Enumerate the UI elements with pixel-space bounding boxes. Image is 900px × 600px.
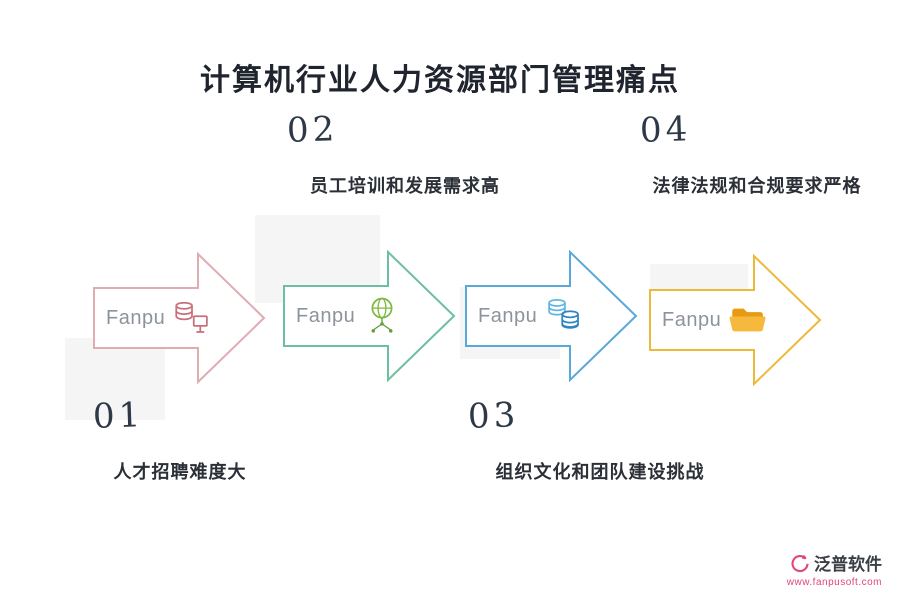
background-block	[65, 338, 165, 420]
step-arrow-01: Fanpu	[92, 248, 267, 388]
globe-network-icon	[371, 297, 393, 333]
step-arrow-03: Fanpu	[464, 246, 639, 386]
pain-point-label-02: 员工培训和发展需求高	[310, 176, 500, 197]
step-arrow-02: Fanpu	[282, 246, 457, 386]
database-stack-icon	[548, 298, 580, 329]
arrow-shape	[465, 249, 638, 383]
brand-label: Fanpu	[478, 304, 538, 327]
database-monitor-icon	[175, 301, 208, 333]
folder-icon	[729, 308, 766, 332]
footer-brand-name: 泛普软件	[814, 555, 882, 575]
brand-label: Fanpu	[106, 306, 166, 329]
step-number-01: 01	[92, 395, 145, 437]
arrow-content: Fanpu	[478, 295, 585, 337]
pain-point-label-01: 人才招聘难度大	[113, 462, 247, 483]
arrow-outline	[465, 249, 638, 383]
arrow-content: Fanpu	[296, 295, 403, 337]
pain-point-label-04: 法律法规和合规要求严格	[652, 176, 862, 197]
page-title: 计算机行业人力资源部门管理痛点	[200, 63, 680, 98]
footer-url: www.fanpusoft.com	[786, 577, 882, 588]
arrow-outline	[283, 249, 456, 383]
step-number-02: 02	[286, 109, 339, 151]
pain-point-label-03: 组织文化和团队建设挑战	[495, 462, 705, 483]
step-number-03: 03	[467, 395, 520, 437]
arrow-shape	[283, 249, 456, 383]
fanpu-logo-icon	[791, 554, 809, 572]
brand-label: Fanpu	[662, 308, 722, 331]
brand-label: Fanpu	[296, 304, 356, 327]
arrow-content: Fanpu	[662, 299, 769, 341]
step-number-04: 04	[639, 109, 692, 151]
step-arrow-04: Fanpu	[648, 250, 823, 390]
footer-brand-row: 泛普软件	[787, 550, 882, 575]
footer-logo: 泛普软件 www.fanpusoft.com	[787, 550, 882, 588]
arrow-content: Fanpu	[106, 297, 213, 339]
